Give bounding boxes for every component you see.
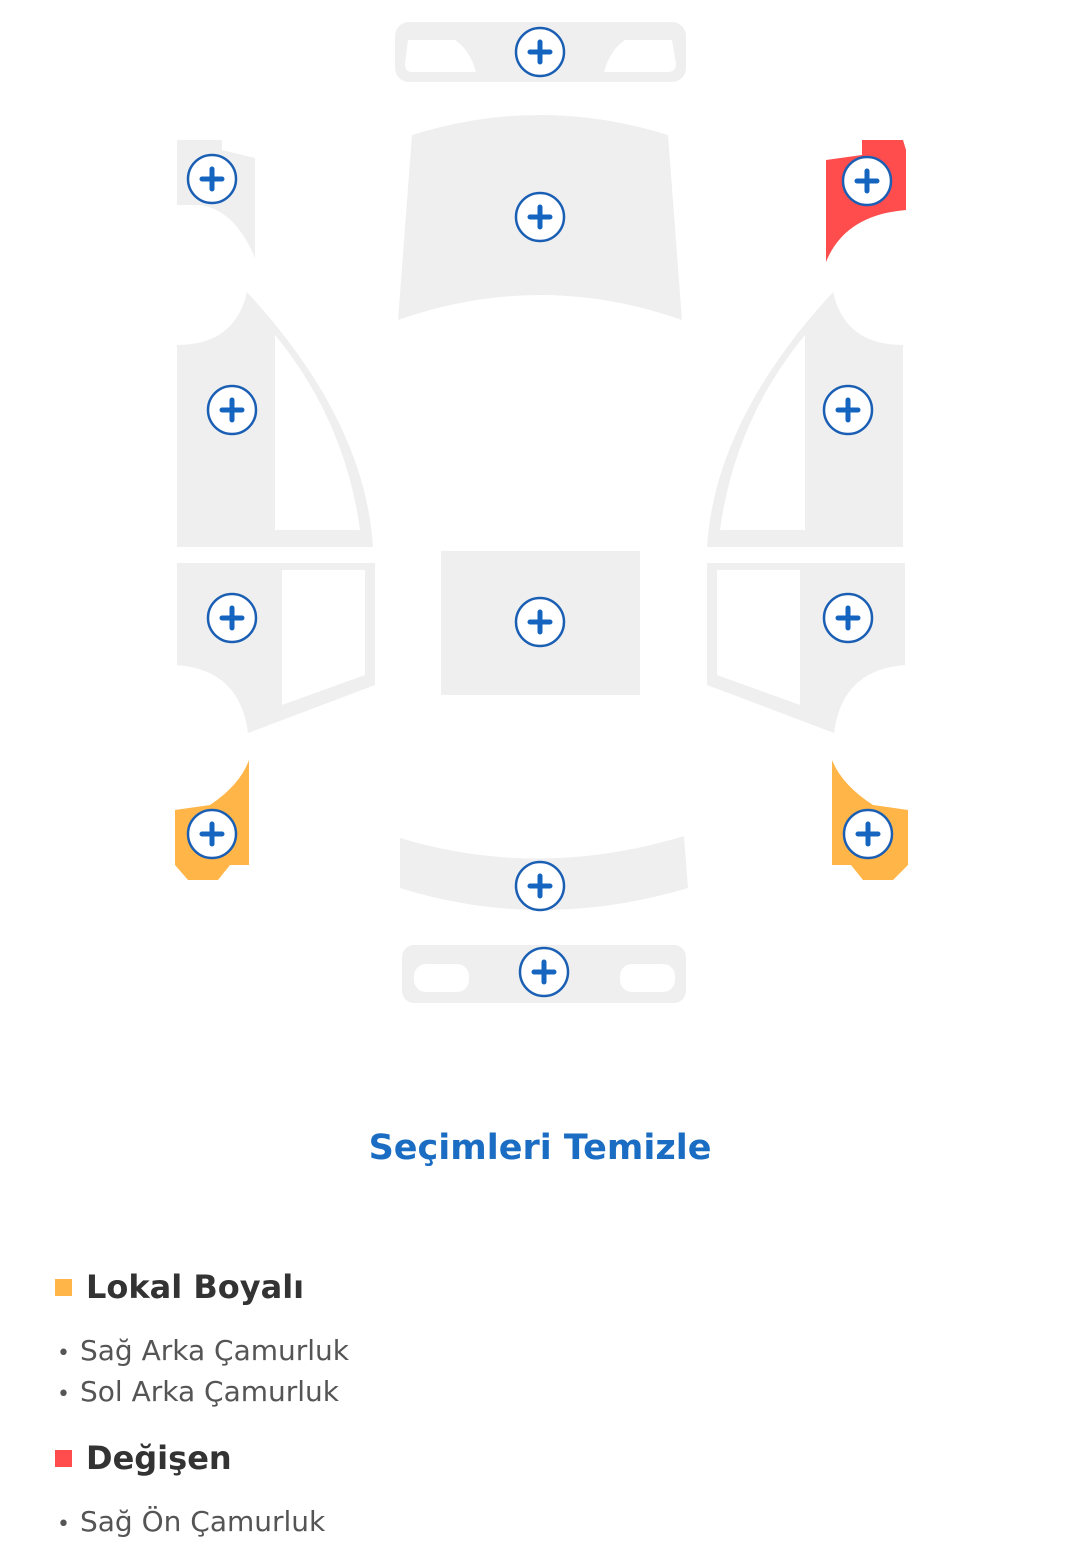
add-damage-button[interactable]: [514, 860, 566, 912]
plus-icon: [855, 821, 881, 847]
left-front-door[interactable]: [177, 292, 373, 547]
legend-title: Lokal Boyalı: [86, 1268, 305, 1306]
plus-icon: [527, 873, 553, 899]
plus-icon: [527, 609, 553, 635]
painted-swatch: [55, 1278, 72, 1296]
plus-icon: [854, 168, 880, 194]
add-damage-button[interactable]: [518, 946, 570, 998]
add-damage-button[interactable]: [514, 191, 566, 243]
right-front-door[interactable]: [707, 292, 903, 547]
add-damage-button[interactable]: [514, 26, 566, 78]
plus-icon: [531, 959, 557, 985]
list-item: Sol Arka Çamurluk: [55, 1373, 349, 1414]
add-damage-button[interactable]: [186, 808, 238, 860]
add-damage-button[interactable]: [186, 153, 238, 205]
plus-icon: [527, 39, 553, 65]
car-damage-diagram: [175, 22, 908, 1003]
plus-icon: [527, 204, 553, 230]
legend-painted: Lokal Boyalı Sağ Arka Çamurluk Sol Arka …: [55, 1268, 349, 1414]
plus-icon: [219, 605, 245, 631]
plus-icon: [835, 605, 861, 631]
replaced-swatch: [55, 1449, 72, 1467]
clear-selections-button[interactable]: Seçimleri Temizle: [368, 1128, 712, 1168]
left-rear-door[interactable]: [177, 563, 375, 733]
plus-icon: [199, 821, 225, 847]
list-item: Sağ Ön Çamurluk: [55, 1503, 325, 1544]
plus-icon: [219, 397, 245, 423]
add-damage-button[interactable]: [841, 155, 893, 207]
add-damage-button[interactable]: [822, 384, 874, 436]
plus-icon: [199, 166, 225, 192]
add-damage-button[interactable]: [514, 596, 566, 648]
legend-replaced: Değişen Sağ Ön Çamurluk: [55, 1439, 325, 1544]
add-damage-button[interactable]: [842, 808, 894, 860]
right-rear-door[interactable]: [707, 563, 905, 733]
legend-title: Değişen: [86, 1439, 232, 1477]
list-item: Sağ Arka Çamurluk: [55, 1332, 349, 1373]
add-damage-button[interactable]: [822, 592, 874, 644]
add-damage-button[interactable]: [206, 384, 258, 436]
add-damage-button[interactable]: [206, 592, 258, 644]
plus-icon: [835, 397, 861, 423]
